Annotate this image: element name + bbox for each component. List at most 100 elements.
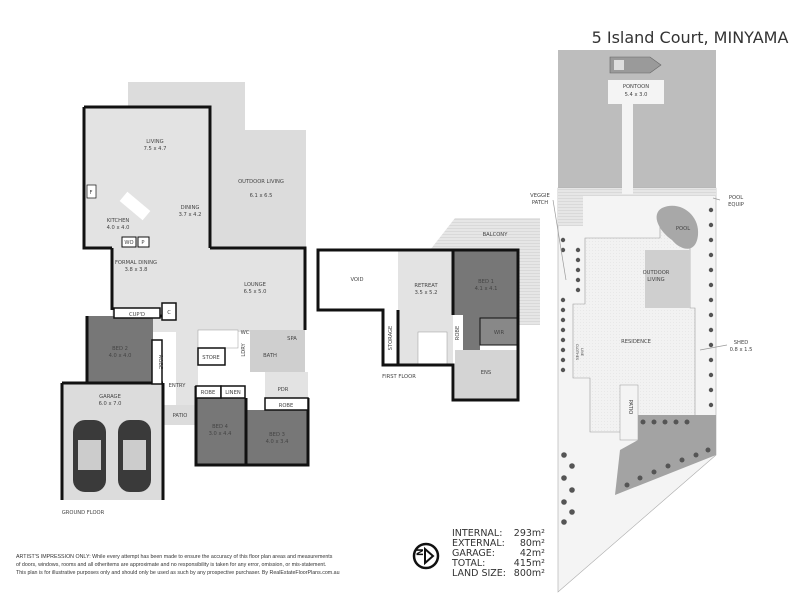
plan-label: CLOTHES: [575, 344, 579, 361]
room-label: GARAGE: [99, 394, 121, 400]
garden: [615, 415, 716, 495]
room-size: 4.0 x 4.0: [107, 225, 130, 231]
outdoor-living-area: [210, 130, 306, 248]
plan-label: EQUIP: [728, 202, 744, 208]
plan-label: P: [141, 240, 144, 246]
balcony: [430, 218, 540, 325]
plan-label: SPA: [287, 336, 297, 342]
site-plan: PONTOON 5.4 x 3.0 VEGGIE PATCH POOL EQUI…: [530, 50, 753, 593]
stairs: [197, 329, 239, 349]
plan-label: ARTIST'S IMPRESSION ONLY: While every at…: [16, 554, 333, 560]
room-label: OUTDOOR LIVING: [238, 179, 284, 185]
plan-label: 0.8 x 1.5: [730, 347, 753, 353]
plan-label: OUTDOOR: [643, 270, 670, 276]
plan-label: ROBE: [157, 355, 163, 370]
plan-label: ENS: [481, 370, 491, 376]
room-size: 4.0 x 4.0: [109, 353, 132, 359]
room-size: 3.0 x 4.4: [209, 431, 233, 437]
room-size: 4.0 x 3.4: [266, 439, 290, 445]
plan-label: WC: [241, 330, 250, 336]
plan-label: PDR: [278, 387, 289, 393]
plan-label: ENTRY: [169, 383, 187, 389]
plan-label: PONTOON: [623, 84, 649, 90]
plan-label: INTERNAL:: [452, 528, 502, 539]
room-size: 3.7 x 4.2: [179, 212, 202, 218]
room-label: LIVING: [146, 139, 163, 145]
plan-label: 42m²: [520, 548, 545, 559]
plan-label: VEGGIE: [530, 193, 550, 199]
plan-label: CUP'D: [129, 312, 145, 318]
plan-label: BALCONY: [483, 232, 509, 238]
plan-label: ROBE: [201, 390, 216, 396]
room-label: BED 1: [478, 279, 494, 285]
plan-label: WIR: [494, 330, 505, 336]
room-size: 7.5 x 4.7: [144, 146, 167, 152]
plan-label: of doors, windows, rooms and all otherit…: [16, 562, 326, 568]
plan-label: BATH: [263, 353, 277, 359]
plan-label: LAND SIZE:: [452, 568, 506, 579]
plan-label: 415m²: [514, 558, 545, 569]
plan-label: EXTERNAL:: [452, 538, 505, 549]
plan-label: POOL: [729, 195, 743, 201]
plan-label: 5.4 x 3.0: [625, 92, 648, 98]
plan-label: 80m²: [520, 538, 545, 549]
room-size: 4.1 x 4.1: [475, 286, 498, 292]
plan-label: F: [90, 190, 93, 196]
property-title: 5 Island Court, MINYAMA: [592, 28, 789, 47]
plan-label: LINE: [580, 348, 584, 356]
room-label: RETREAT: [414, 283, 438, 289]
boat-icon: [609, 56, 662, 74]
pool: [656, 205, 699, 249]
room-label: BED 4: [212, 424, 228, 430]
bath-area: [250, 330, 305, 372]
plan-label: WO: [124, 240, 133, 246]
area-summary: INTERNAL: 293m² EXTERNAL: 80m² GARAGE: 42m²…: [451, 528, 545, 579]
first-floor-plan: VOID RETREAT 3.5 x 5.2 BED 1 4.1 x 4.1 B…: [316, 218, 540, 402]
car-icon: [73, 420, 151, 492]
patio-area: [150, 405, 195, 425]
svg-text:N: N: [416, 548, 426, 556]
floor-label: GROUND FLOOR: [62, 510, 105, 516]
room-label: FORMAL DINING: [115, 260, 157, 266]
plan-label: STORAGE: [388, 326, 394, 351]
room-size: 6.5 x 5.0: [244, 289, 267, 295]
room-label: DINING: [181, 205, 200, 211]
plan-label: VOID: [350, 277, 363, 283]
room-size: 3.8 x 3.8: [125, 267, 148, 273]
room-size: 6.0 x 7.0: [99, 401, 122, 407]
room-label: BED 2: [112, 346, 128, 352]
room-size: 6.1 x 6.5: [250, 193, 273, 199]
plan-label: 800m²: [514, 568, 545, 579]
bed-4-area: [196, 398, 246, 465]
plan-label: POOL: [676, 226, 690, 232]
plan-label: PATIO: [627, 400, 633, 415]
plan-label: ROBE: [279, 403, 294, 409]
plan-label: This plan is for illustrative purposes o…: [16, 570, 340, 576]
plan-label: SHED: [734, 340, 748, 346]
bed-3-area: [246, 410, 308, 465]
room-label: KITCHEN: [107, 218, 130, 224]
kitchen-island: [119, 191, 151, 221]
plan-label: ROBE: [455, 326, 461, 341]
plan-label: PATCH: [532, 200, 548, 206]
plan-label: RESIDENCE: [621, 339, 651, 345]
floor-label: FIRST FLOOR: [382, 374, 416, 380]
pontoon: [608, 80, 664, 104]
plan-label: LDRY: [241, 343, 247, 357]
plan-label: GARAGE:: [452, 548, 495, 559]
plan-label: PATIO: [173, 413, 188, 419]
plan-label: 293m²: [514, 528, 545, 539]
plan-label: TOTAL:: [451, 558, 485, 569]
plan-label: C: [167, 310, 171, 316]
plan-label: LIVING: [647, 277, 664, 283]
plan-label: STORE: [202, 355, 219, 361]
room-label: BED 3: [269, 432, 285, 438]
room-label: LOUNGE: [244, 282, 266, 288]
plan-label: LINEN: [225, 390, 241, 396]
hedge: [560, 207, 714, 525]
living-area: [84, 107, 212, 248]
bed-2-area: [87, 316, 153, 384]
north-arrow-icon: N: [412, 542, 440, 570]
disclaimer: ARTIST'S IMPRESSION ONLY: While every at…: [16, 554, 340, 576]
